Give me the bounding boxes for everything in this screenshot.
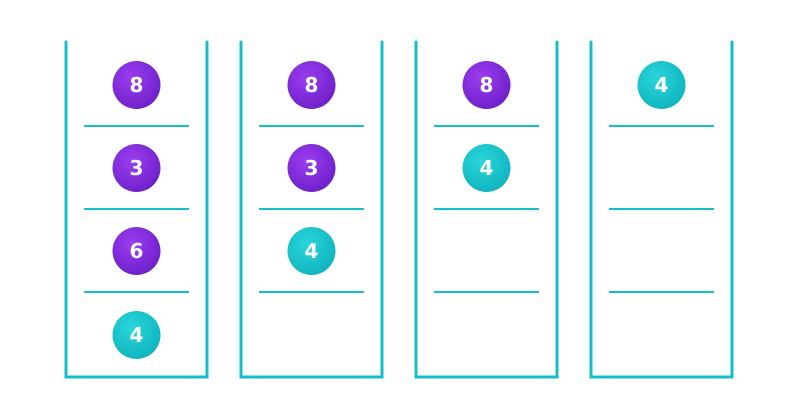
ball-label: 8 <box>305 73 319 97</box>
ball-circle <box>112 144 161 192</box>
ball-circle <box>287 61 336 109</box>
ball-label: 3 <box>305 156 319 180</box>
ball: 6 <box>112 227 161 275</box>
ball: 4 <box>112 311 161 359</box>
ball-label: 4 <box>130 323 144 347</box>
ball-label: 8 <box>130 73 144 97</box>
stack-container <box>239 40 384 379</box>
ball: 4 <box>637 61 686 109</box>
ball: 8 <box>462 61 511 109</box>
ball-circle <box>637 61 686 109</box>
ball: 8 <box>112 61 161 109</box>
stack-container <box>64 40 209 379</box>
ball-label: 4 <box>305 239 319 263</box>
stack-container <box>589 40 734 379</box>
stack-1: 8 3 6 4 <box>64 40 209 379</box>
ball-label: 8 <box>480 73 494 97</box>
stack-container <box>414 40 559 379</box>
ball-circle <box>287 227 336 275</box>
ball-circle <box>112 61 161 109</box>
ball-circle <box>287 144 336 192</box>
ball: 4 <box>287 227 336 275</box>
ball-circle <box>462 61 511 109</box>
ball: 3 <box>287 144 336 192</box>
ball-label: 4 <box>655 73 669 97</box>
ball-label: 4 <box>480 156 494 180</box>
ball-circle <box>462 144 511 192</box>
ball-label: 3 <box>130 156 144 180</box>
ball: 3 <box>112 144 161 192</box>
stack-4: 4 <box>589 40 734 379</box>
stack-2: 8 3 4 <box>239 40 384 379</box>
ball: 8 <box>287 61 336 109</box>
ball-circle <box>112 311 161 359</box>
ball: 4 <box>462 144 511 192</box>
ball-label: 6 <box>130 239 144 263</box>
stack-3: 84 <box>414 40 559 379</box>
ball-circle <box>112 227 161 275</box>
